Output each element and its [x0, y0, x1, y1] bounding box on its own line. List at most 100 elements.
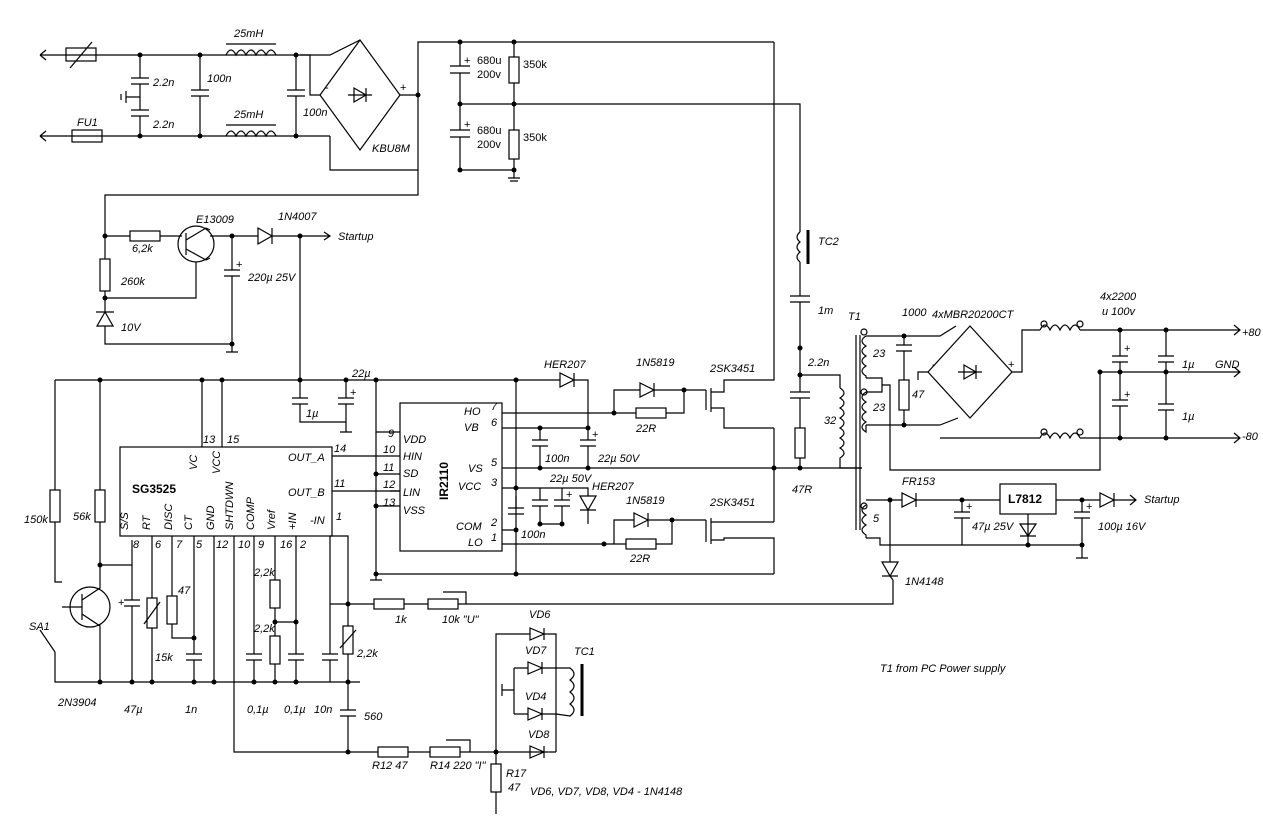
vd6-label: VD6 [529, 609, 551, 621]
pot-u-label: 10k "U" [442, 614, 480, 626]
cap-ct-label: 1n [185, 704, 197, 716]
bus-res-bot: 350k [523, 132, 547, 144]
ir-pin6: 6 [491, 417, 498, 429]
svg-text:+: + [566, 489, 572, 501]
xcap2-label: 100n [303, 107, 327, 119]
ir-hin: HIN [403, 451, 422, 463]
svg-text:+: + [966, 501, 972, 513]
res-1k-label: 1k [395, 614, 407, 626]
bridge-minus: - [325, 82, 329, 94]
ir2110-name: IR2110 [437, 462, 451, 500]
out-pos-label: +80 [1242, 327, 1262, 339]
res-r12-label: R12 47 [372, 760, 408, 772]
fuse-label: FU1 [77, 117, 98, 129]
aux-diode-label: FR153 [902, 476, 936, 488]
bridge-plus: + [400, 82, 406, 94]
svg-text:+: + [236, 259, 242, 271]
t1-label: T1 [848, 311, 861, 323]
rect-bridge [927, 325, 1013, 419]
ir-sd: SD [403, 468, 418, 480]
res-2k2-b-label: 2,2k [253, 623, 275, 635]
sg-ss: S/S [119, 512, 131, 530]
cap-comp-label: 0,1µ [247, 704, 269, 716]
res-r17-label: R17 [506, 768, 527, 780]
sg-ct: CT [183, 514, 195, 530]
thermistor [65, 47, 97, 62]
res-r17-val: 47 [508, 782, 521, 794]
sg-pin9: 9 [258, 539, 264, 551]
snub-cap-label: 2.2n [807, 357, 829, 369]
aux-section: 5 FR153 + 47µ 25V L7812 Startup + 100µ 1… [860, 476, 1179, 588]
schottky-lo-label: 1N5819 [626, 495, 665, 507]
footnote: T1 from PC Power supply [880, 663, 1007, 675]
cap-1u-label: 1µ [306, 408, 318, 420]
res-2k2-a-label: 2,2k [253, 567, 275, 579]
mosfet-lo-label: 2SK3451 [709, 497, 755, 509]
out-neg-label: -80 [1242, 431, 1259, 443]
res-47-disc-label: 47 [178, 585, 191, 597]
sg-comp: COMP [245, 496, 257, 530]
aux-diode-fb-label: 1N4148 [905, 576, 944, 588]
sg-gnd: GND [205, 506, 217, 531]
tc1-label: TC1 [574, 646, 595, 658]
choke2-label: 25mH [233, 109, 263, 121]
choke-top [225, 49, 277, 57]
sg3525-name: SG3525 [132, 482, 176, 496]
res-2k2-c [342, 625, 354, 655]
bridge-kbu8m [319, 38, 401, 152]
cap-boot-100n-label: 100n [545, 453, 569, 465]
sec-turns-2-label: 23 [872, 402, 886, 414]
ir-vss: VSS [403, 505, 426, 517]
out-caps-label: 4x2200 [1100, 291, 1137, 303]
feedback-left: 150k SA1 56k 2N3904 + 47µ 15k 47 1n [24, 380, 894, 814]
bus-cap-bot-v: 200v [477, 139, 501, 151]
sec-turns-1-label: 23 [872, 348, 886, 360]
ir-vdd: VDD [403, 434, 426, 446]
sec-winding-1 [861, 335, 868, 378]
rectifier-label: 4xMBR20200CT [932, 309, 1015, 321]
startup-res-pull: 260k [120, 276, 145, 288]
bus-cap-top: 680u [477, 55, 501, 67]
ir2110-chip [399, 402, 503, 552]
svg-text:-: - [932, 359, 936, 371]
vd4-label: VD4 [525, 691, 546, 703]
choke-bottom [225, 130, 277, 138]
svg-text:+: + [464, 119, 470, 131]
startup-cap: 220µ 25V [247, 272, 297, 284]
sg-pin14: 14 [334, 443, 346, 455]
sg-inm: -IN [310, 515, 325, 527]
out-cap-1u-a: 1µ [1182, 359, 1194, 371]
sg-pin6: 6 [155, 539, 162, 551]
aux-winding [861, 504, 868, 538]
sg-pin10: 10 [238, 539, 251, 551]
sg-pin1: 1 [336, 511, 342, 523]
sg-disc: DISC [163, 504, 175, 530]
primary-section: TC2 1m 2.2n 47R 32 T1 [790, 230, 862, 530]
cap-ss-label: 47µ [124, 704, 143, 716]
ir2110-section: IR2110 HO VB VDD HIN SD LIN VSS VS VCC C… [370, 359, 862, 581]
ir-com: COM [456, 521, 483, 533]
ir-pin11: 11 [383, 462, 394, 474]
cap-in-label: 0,1µ [284, 704, 306, 716]
ir-pin10: 10 [383, 444, 396, 456]
out-caps-v-label: u 100v [1102, 306, 1137, 318]
aux-turns-label: 5 [873, 513, 880, 525]
snub-res-label: 47R [792, 484, 812, 496]
diode-boot-label: HER207 [544, 359, 586, 371]
sg-vcc: VCC [211, 451, 223, 474]
choke1-label: 25mH [233, 28, 263, 40]
sg-shtdwn: SHTDWN [224, 482, 236, 530]
transistor-e13009 [177, 225, 215, 263]
sg-pin16: 16 [280, 539, 293, 551]
snub2-cap-label: 1000 [902, 307, 927, 319]
res-15k-label: 15k [155, 652, 173, 664]
res-15k [146, 597, 158, 629]
regulator-label: L7812 [1008, 492, 1042, 506]
xcap1-label: 100n [207, 73, 231, 85]
ir-pin5: 5 [491, 457, 498, 469]
startup-label: Startup [338, 231, 373, 243]
ycap2-label: 2.2n [152, 119, 174, 131]
bus-res-top: 350k [523, 59, 547, 71]
